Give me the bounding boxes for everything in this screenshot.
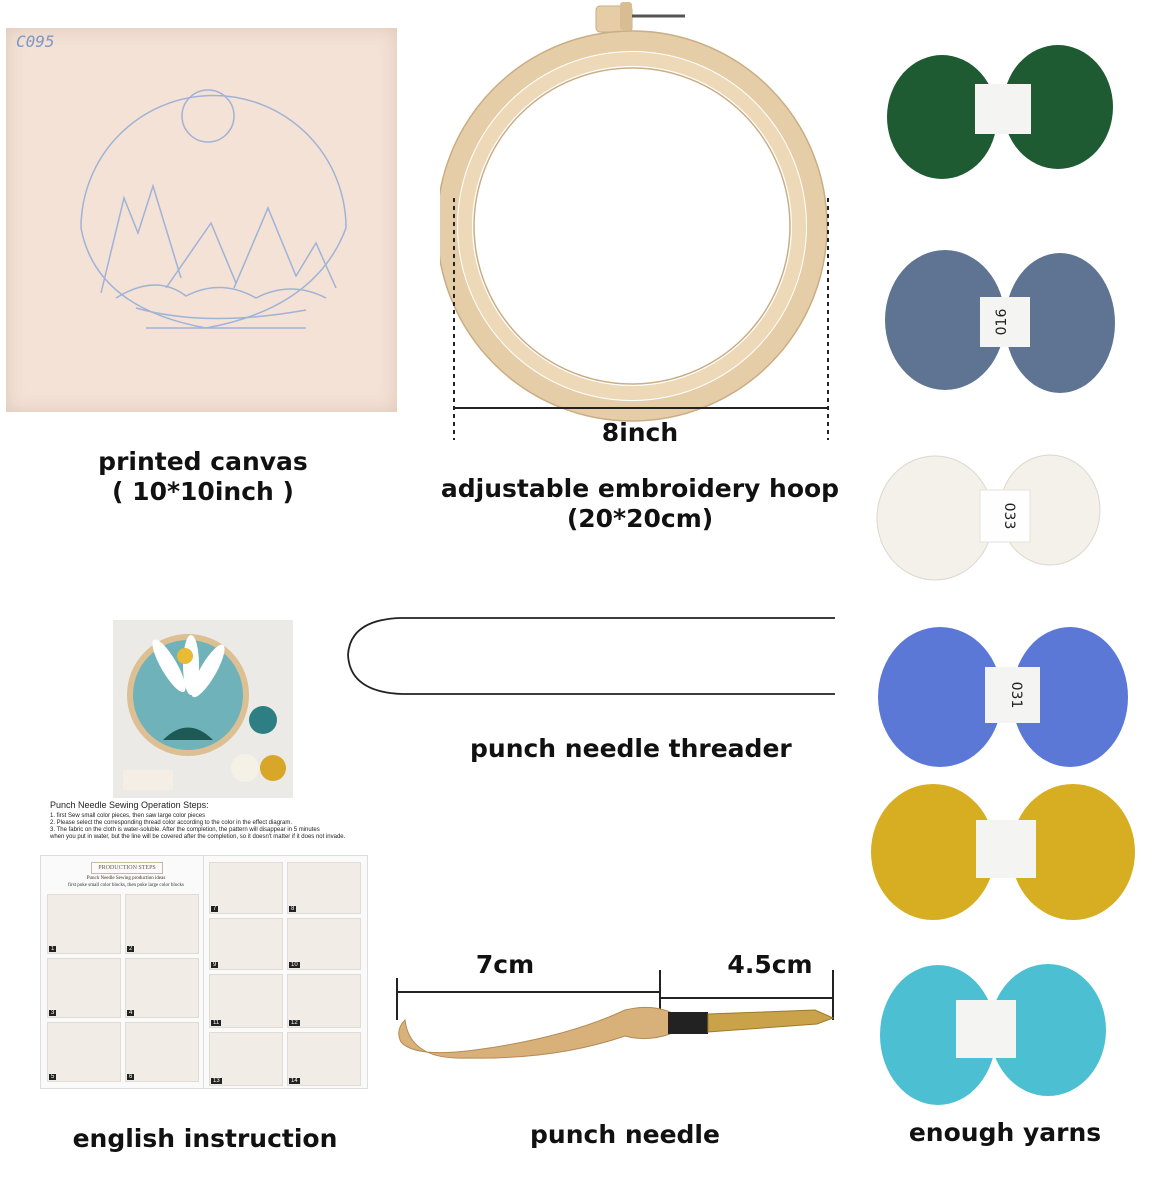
yarn-tag-031: 031 bbox=[1008, 682, 1024, 709]
yarn-bundle-white: 033 bbox=[875, 448, 1115, 592]
sheet-subtitle: Punch Needle Sewing production ideas bbox=[86, 876, 166, 881]
hoop-label-line1: adjustable embroidery hoop bbox=[440, 474, 840, 503]
printed-canvas-fabric: C095 bbox=[6, 28, 397, 412]
sheet-heading: PRODUCTION STEPS bbox=[91, 862, 163, 874]
step-number: 13 bbox=[211, 1078, 222, 1084]
instruction-sample-photo bbox=[113, 620, 293, 798]
yarn-bundle-turquoise bbox=[878, 960, 1128, 1124]
canvas-pattern-drawing bbox=[80, 89, 347, 329]
needle-label: punch needle bbox=[530, 1120, 720, 1149]
sheet-step-cell: 6 bbox=[125, 1022, 199, 1082]
punch-needle bbox=[396, 970, 835, 1059]
hoop-dimension: 8inch bbox=[601, 418, 679, 447]
yarn-bundle-blue: 031 bbox=[875, 615, 1135, 779]
step-number: 12 bbox=[289, 1020, 300, 1026]
sheet-step-cell: 10 bbox=[287, 918, 361, 970]
punch-needle-threader bbox=[347, 617, 835, 695]
canvas-label-line2: ( 10*10inch ) bbox=[112, 477, 294, 506]
sheet-step-cell: 1 bbox=[47, 894, 121, 954]
embroidery-hoop bbox=[440, 2, 829, 440]
step-number: 8 bbox=[289, 906, 297, 912]
instruction-sheet: PRODUCTION STEPS Punch Needle Sewing pro… bbox=[40, 855, 368, 1089]
step-number: 10 bbox=[289, 962, 300, 968]
sheet-step-cell: 8 bbox=[287, 862, 361, 914]
instruction-label: english instruction bbox=[72, 1124, 338, 1153]
instruction-steps-text: Punch Needle Sewing Operation Steps: 1. … bbox=[46, 800, 376, 841]
instruction-step-line: 3. The fabric on the cloth is water-solu… bbox=[50, 827, 320, 833]
instruction-sheet-left-column bbox=[41, 856, 204, 1088]
sheet-step-cell: 11 bbox=[209, 974, 283, 1028]
hoop-label: adjustable embroidery hoop (20*20cm) bbox=[440, 474, 840, 534]
instruction-step-line: 2. Please select the corresponding threa… bbox=[50, 820, 293, 826]
yarn-bundle-green bbox=[880, 22, 1120, 196]
yarn-bundle-shape: 016 bbox=[885, 250, 1115, 393]
sheet-step-cell: 5 bbox=[47, 1022, 121, 1082]
sheet-step-cell: 12 bbox=[287, 974, 361, 1028]
step-number: 3 bbox=[49, 1010, 57, 1016]
sheet-step-cell: 9 bbox=[209, 918, 283, 970]
canvas-label: printed canvas ( 10*10inch ) bbox=[98, 447, 308, 507]
yarn-bundle-shape bbox=[887, 45, 1113, 179]
sheet-step-cell: 4 bbox=[125, 958, 199, 1018]
step-number: 4 bbox=[127, 1010, 135, 1016]
sheet-subtitle-2: first poke small color blocks, then poke… bbox=[68, 883, 184, 888]
yarn-tag-033: 033 bbox=[1001, 503, 1017, 530]
yarn-bundle-shape: 031 bbox=[878, 627, 1128, 767]
yarn-bundle-grey-blue: 016 bbox=[880, 225, 1120, 404]
step-number: 14 bbox=[289, 1078, 300, 1084]
yarn-tag-016: 016 bbox=[994, 309, 1010, 336]
sheet-step-cell: 13 bbox=[209, 1032, 283, 1086]
step-number: 1 bbox=[49, 946, 57, 952]
sheet-step-cell: 3 bbox=[47, 958, 121, 1018]
finished-embroidery-illustration bbox=[113, 620, 293, 798]
canvas-label-line1: printed canvas bbox=[98, 447, 308, 476]
step-number: 11 bbox=[211, 1020, 222, 1026]
yarns-label: enough yarns bbox=[908, 1118, 1102, 1147]
canvas-code: C095 bbox=[16, 32, 55, 51]
threader-label: punch needle threader bbox=[470, 734, 792, 763]
step-number: 2 bbox=[127, 946, 135, 952]
sheet-step-cell: 2 bbox=[125, 894, 199, 954]
step-number: 9 bbox=[211, 962, 219, 968]
instruction-step-line: when you put in water, but the line will… bbox=[50, 834, 346, 840]
needle-handle-length: 7cm bbox=[475, 950, 535, 979]
instruction-step-line: 1. first Sew small color pieces, then sa… bbox=[50, 813, 206, 819]
step-number: 5 bbox=[49, 1074, 57, 1080]
hoop-label-line2: (20*20cm) bbox=[566, 504, 714, 533]
yarn-bundle-mustard bbox=[868, 780, 1138, 934]
yarn-bundle-shape bbox=[880, 964, 1106, 1105]
sheet-step-cell: 7 bbox=[209, 862, 283, 914]
yarn-bundle-shape: 033 bbox=[876, 454, 1101, 581]
sheet-step-cell: 14 bbox=[287, 1032, 361, 1086]
step-number: 7 bbox=[211, 906, 219, 912]
instruction-steps-title: Punch Needle Sewing Operation Steps: bbox=[50, 800, 209, 810]
yarn-bundle-shape bbox=[871, 784, 1135, 920]
step-number: 6 bbox=[127, 1074, 135, 1080]
needle-tip-length: 4.5cm bbox=[727, 950, 813, 979]
